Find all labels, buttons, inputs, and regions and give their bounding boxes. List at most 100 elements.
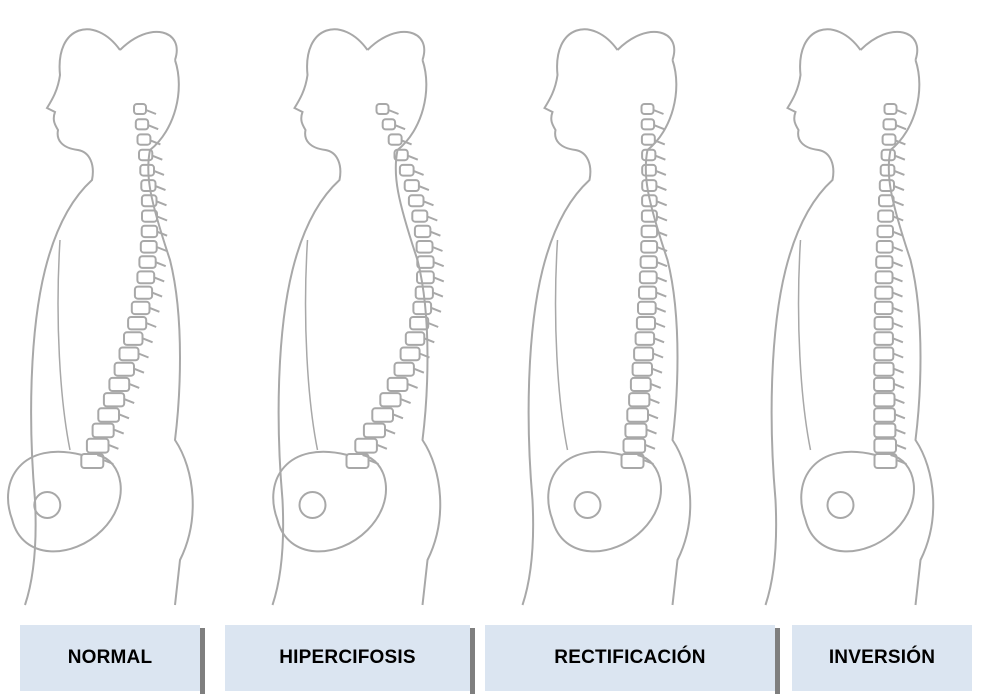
label-row: NORMAL HIPERCIFOSIS RECTIFICACIÓN INVERS… [0, 625, 981, 691]
spinous-process [893, 338, 903, 342]
vertebra [878, 211, 893, 222]
spinous-process [393, 414, 403, 418]
vertebra [364, 424, 385, 438]
spinous-process [414, 369, 424, 373]
spinous-process [408, 156, 418, 160]
label-hipercifosis-text: HIPERCIFOSIS [279, 647, 415, 669]
arm-outline [306, 240, 318, 450]
vertebra [876, 271, 893, 283]
spinous-process [893, 277, 903, 281]
vertebra [874, 424, 895, 438]
spinous-process [656, 308, 666, 312]
spinous-process [895, 430, 905, 434]
vertebra [135, 287, 152, 299]
vertebra [884, 119, 896, 129]
vertebra [140, 165, 154, 176]
body-rectificacion-outline [495, 0, 745, 610]
spinous-process [656, 293, 666, 297]
spinous-process [114, 430, 124, 434]
vertebra [138, 134, 151, 144]
spinous-process [893, 262, 903, 266]
spinous-process [157, 201, 167, 205]
figure-normal [0, 0, 245, 610]
hip-socket [828, 492, 854, 518]
spinous-process [654, 338, 664, 342]
vertebra [87, 439, 109, 453]
spinous-process [657, 262, 667, 266]
vertebra [642, 119, 654, 129]
vertebra [636, 332, 655, 345]
spinous-process [152, 156, 162, 160]
vertebra [874, 378, 894, 391]
vertebra [406, 332, 425, 345]
vertebra [132, 302, 150, 314]
vertebra [875, 287, 892, 299]
spinous-process [146, 323, 156, 327]
spinous-process [156, 186, 166, 190]
vertebra [380, 393, 400, 406]
vertebra [875, 317, 893, 329]
hip-socket [34, 492, 60, 518]
spinous-process [653, 354, 663, 358]
label-normal-text: NORMAL [68, 647, 153, 669]
vertebra [120, 348, 139, 361]
label-rectificacion: RECTIFICACIÓN [485, 625, 775, 691]
spinous-process [134, 369, 144, 373]
label-rectificacion-text: RECTIFICACIÓN [554, 647, 705, 669]
spinous-process [148, 125, 158, 129]
spinous-process [108, 445, 118, 449]
body-silhouette [523, 29, 691, 605]
spinous-process [434, 262, 444, 266]
spinous-process [154, 277, 164, 281]
spine [347, 104, 444, 468]
spinous-process [431, 308, 441, 312]
spinous-process [385, 430, 395, 434]
vertebra [874, 439, 896, 453]
vertebra [881, 165, 895, 176]
spinous-process [124, 399, 134, 403]
spinous-process [648, 414, 658, 418]
vertebra [625, 424, 646, 438]
spinous-process [129, 384, 139, 388]
body-normal-outline [0, 0, 245, 610]
figure-inversion [745, 0, 981, 610]
label-rectificacion-shadow [775, 628, 780, 694]
spinous-process [149, 308, 159, 312]
spinous-process [896, 125, 906, 129]
spinous-process [154, 171, 164, 175]
spinous-process [896, 445, 906, 449]
spinous-process [377, 445, 387, 449]
spinous-process [657, 201, 667, 205]
spinous-process [401, 399, 411, 403]
vertebra [641, 256, 657, 268]
vertebra [874, 348, 893, 361]
label-hipercifosis-shadow [470, 628, 475, 694]
label-inversion: INVERSIÓN [792, 625, 972, 691]
spinous-process [414, 171, 424, 175]
vertebra [136, 119, 148, 129]
label-normal-shadow [200, 628, 205, 694]
spinous-process [119, 414, 129, 418]
vertebra [372, 408, 393, 422]
spinous-process [152, 293, 162, 297]
arm-outline [799, 240, 811, 450]
vertebra [124, 332, 143, 345]
spinous-process [894, 186, 904, 190]
vertebra [640, 271, 657, 283]
spinous-process [651, 384, 661, 388]
spinous-process [143, 338, 153, 342]
vertebra [880, 180, 894, 191]
vertebra [413, 302, 431, 314]
vertebra [874, 408, 895, 422]
spinous-process [893, 247, 903, 251]
arm-outline [58, 240, 70, 450]
vertebra [642, 165, 656, 176]
spinous-process [656, 186, 666, 190]
vertebra [638, 302, 656, 314]
vertebra [409, 195, 424, 206]
vertebra [631, 378, 651, 391]
spinous-process [424, 338, 434, 342]
spinous-process [657, 217, 667, 221]
label-normal: NORMAL [20, 625, 200, 691]
spinous-process [654, 110, 664, 114]
